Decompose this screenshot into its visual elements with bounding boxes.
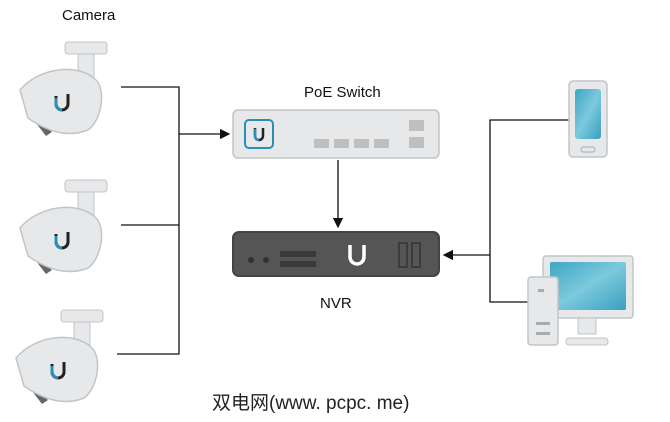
connector-clients xyxy=(442,119,569,303)
camera-icon xyxy=(19,179,108,274)
camera-icon xyxy=(19,41,108,136)
smartphone-icon xyxy=(568,80,608,158)
camera-icon xyxy=(15,309,104,404)
nvr-icon xyxy=(232,231,440,277)
connector-cameras xyxy=(117,86,231,355)
watermark: 双电网(www. pcpc. me) xyxy=(212,393,410,414)
switch-label: PoE Switch xyxy=(304,84,381,101)
camera-label: Camera xyxy=(62,7,116,24)
desktop-computer-icon xyxy=(527,255,634,346)
nvr-label: NVR xyxy=(320,295,352,312)
poe-switch-icon xyxy=(232,109,440,159)
